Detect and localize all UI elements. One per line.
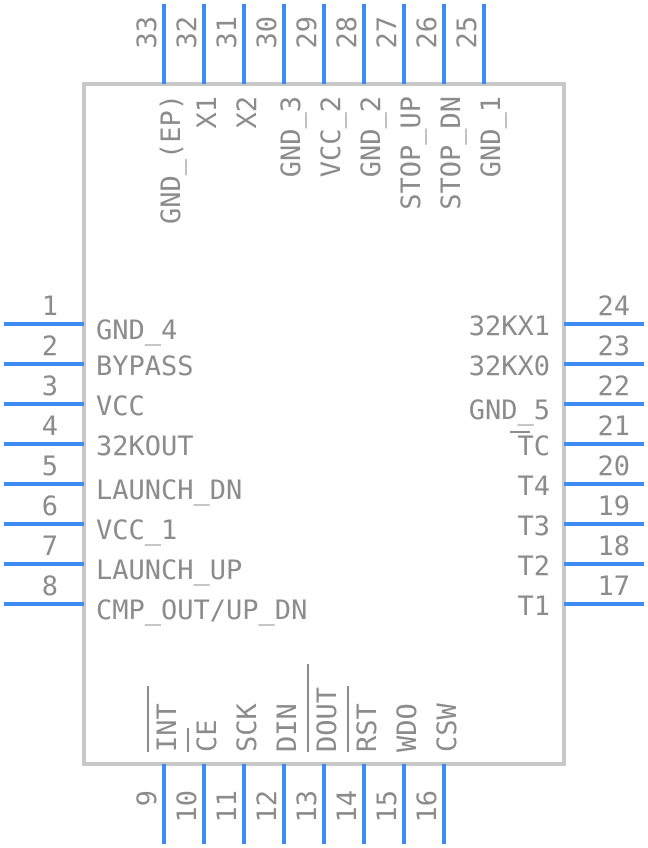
pin-name: BYPASS [96,351,194,382]
pin-name: RST [352,703,383,752]
pin-name: LAUNCH_DN [96,475,242,506]
pin-name: 32KOUT [96,431,194,462]
pin-number: 32 [172,16,203,49]
pin-number: 16 [412,790,443,823]
pin-number: 28 [332,16,363,49]
pin-name: TC [517,431,550,462]
pin-number: 23 [597,331,630,362]
pin-name: GND_3 [276,96,307,177]
pin-number: 8 [42,571,58,602]
pin-name: VCC_2 [316,96,347,177]
pin-number: 33 [132,16,163,49]
pin-number: 20 [597,451,630,482]
pin-name: DOUT [312,687,343,752]
pin-number: 15 [372,790,403,823]
pin-number: 11 [212,790,243,823]
pin-number: 4 [42,411,58,442]
pin-number: 2 [42,331,58,362]
pin-number: 29 [292,16,323,49]
bottom-pins: 9 10 11 12 13 14 15 16 INT CE SCK DIN DO… [132,664,463,844]
pin-number: 1 [42,291,58,322]
pin-number: 27 [372,16,403,49]
pin-number: 6 [42,491,58,522]
pin-number: 9 [132,790,163,806]
pin-name: LAUNCH_UP [96,555,242,586]
pin-name: GND_4 [96,315,177,346]
pin-name: INT [152,703,183,752]
pin-name: STOP_DN [436,96,467,210]
pin-name: 32KX1 [469,311,550,342]
pin-name: X1 [192,96,223,129]
component-body [82,82,566,766]
left-pins: 1 2 3 4 5 6 7 8 GND_4 BYPASS VCC 32KOUT … [4,291,307,626]
pin-number: 24 [597,291,630,322]
pin-number: 25 [452,16,483,49]
pin-name: T1 [517,591,550,622]
pin-number: 5 [42,451,58,482]
pin-name: 32KX0 [469,351,550,382]
pin-number: 14 [332,790,363,823]
pin-number: 31 [212,16,243,49]
pin-name: T2 [517,551,550,582]
pin-number: 30 [252,16,283,49]
pin-name: GND_1 [476,96,507,177]
pin-name: STOP_UP [396,96,427,210]
pin-name: WDO [392,703,423,752]
pin-number: 13 [292,790,323,823]
pin-name: SCK [232,702,263,752]
pin-number: 12 [252,790,283,823]
pin-number: 21 [597,411,630,442]
right-pins: 17 18 19 20 21 22 23 24 T1 T2 T3 T4 TC G… [469,291,644,622]
pin-number: 3 [42,371,58,402]
pin-number: 18 [597,531,630,562]
pin-name: X2 [232,96,263,129]
pin-name: CE [192,719,223,752]
pin-name: GND_5 [469,395,550,426]
top-pins: 33 32 31 30 29 28 27 26 25 GND_(EP) X1 X… [132,4,507,224]
pin-name: CSW [432,702,463,752]
pin-number: 19 [597,491,630,522]
pin-number: 7 [42,531,58,562]
pin-name: VCC_1 [96,515,177,546]
pin-number: 22 [597,371,630,402]
pin-name: T3 [517,511,550,542]
pin-number: 10 [172,790,203,823]
pin-number: 17 [597,571,630,602]
pin-number: 26 [412,16,443,49]
pin-name: T4 [517,471,550,502]
pin-name: GND_(EP) [156,94,187,224]
pin-name: GND_2 [356,96,387,177]
pin-name: DIN [272,703,303,752]
pin-name: CMP_OUT/UP_DN [96,595,307,626]
pin-name: VCC [96,391,145,422]
